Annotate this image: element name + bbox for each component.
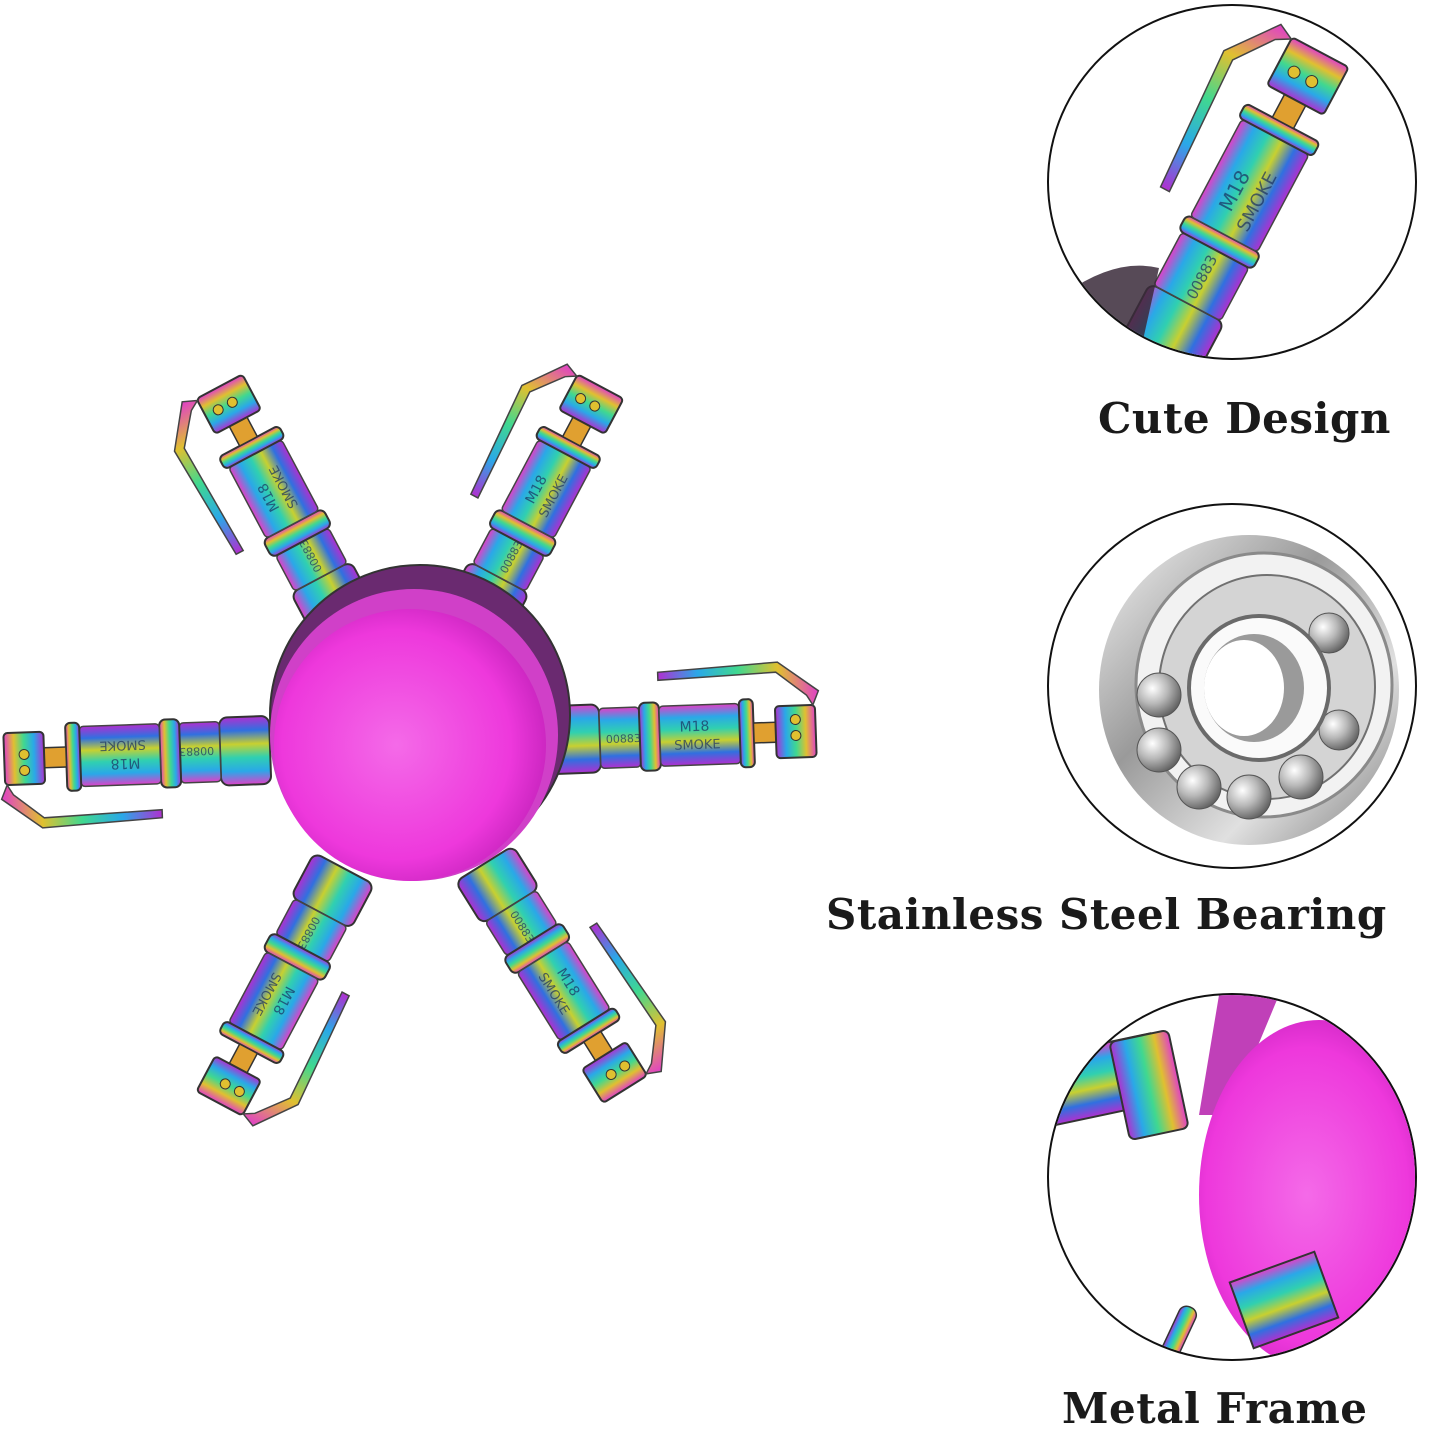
feature-caption: Metal Frame: [1062, 1384, 1368, 1433]
cute-design-closeup: M18 SMOKE 00883: [1047, 4, 1417, 360]
spinner-arm: [0, 714, 274, 831]
feature-caption: Cute Design: [1098, 394, 1391, 443]
spinner-hub: [274, 609, 546, 881]
spinner-arm: [546, 659, 822, 776]
spinner-arm: [186, 851, 408, 1141]
feature-caption: Stainless Steel Bearing: [826, 890, 1387, 939]
metal-frame-closeup: [1047, 993, 1417, 1361]
fidget-spinner-image: [0, 330, 880, 1141]
stainless-steel-bearing-closeup: [1047, 503, 1417, 869]
spinner-arm: [454, 825, 688, 1112]
